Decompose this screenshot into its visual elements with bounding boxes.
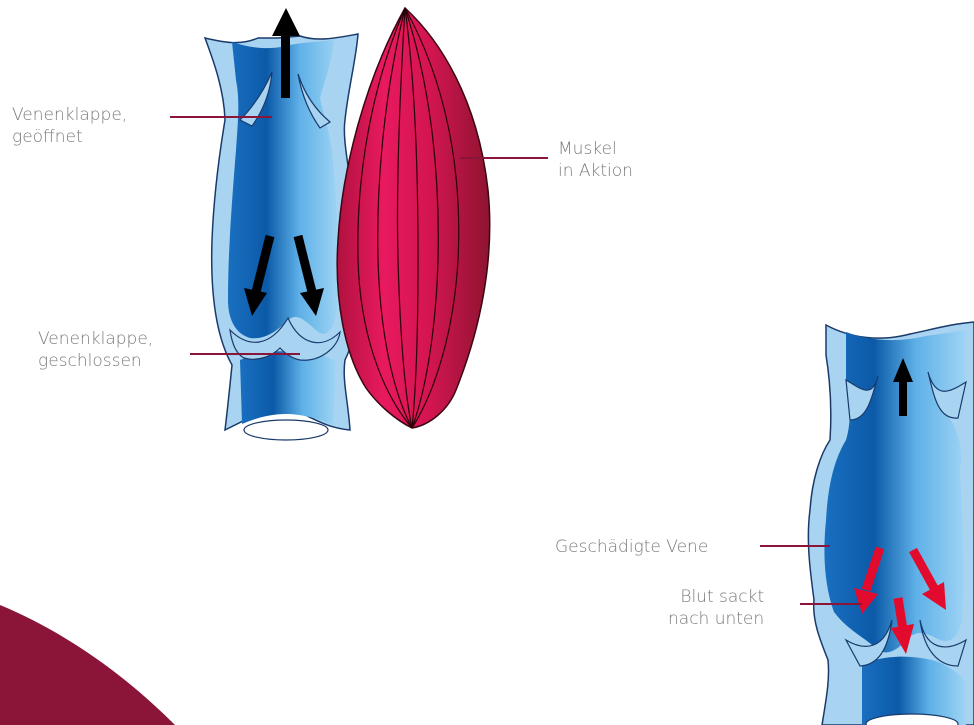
label-muscle: Muskel in Aktion xyxy=(558,138,633,182)
label-blood-sinks: Blut sackt nach unten xyxy=(668,586,764,630)
label-valve-closed: Venenklappe, geschlossen xyxy=(38,328,153,372)
label-damaged-vein: Geschädigte Vene xyxy=(555,536,708,558)
muscle xyxy=(337,8,490,428)
damaged-vein xyxy=(808,322,974,725)
label-valve-open: Venenklappe, geöffnet xyxy=(12,104,127,148)
corner-decoration xyxy=(0,605,175,725)
